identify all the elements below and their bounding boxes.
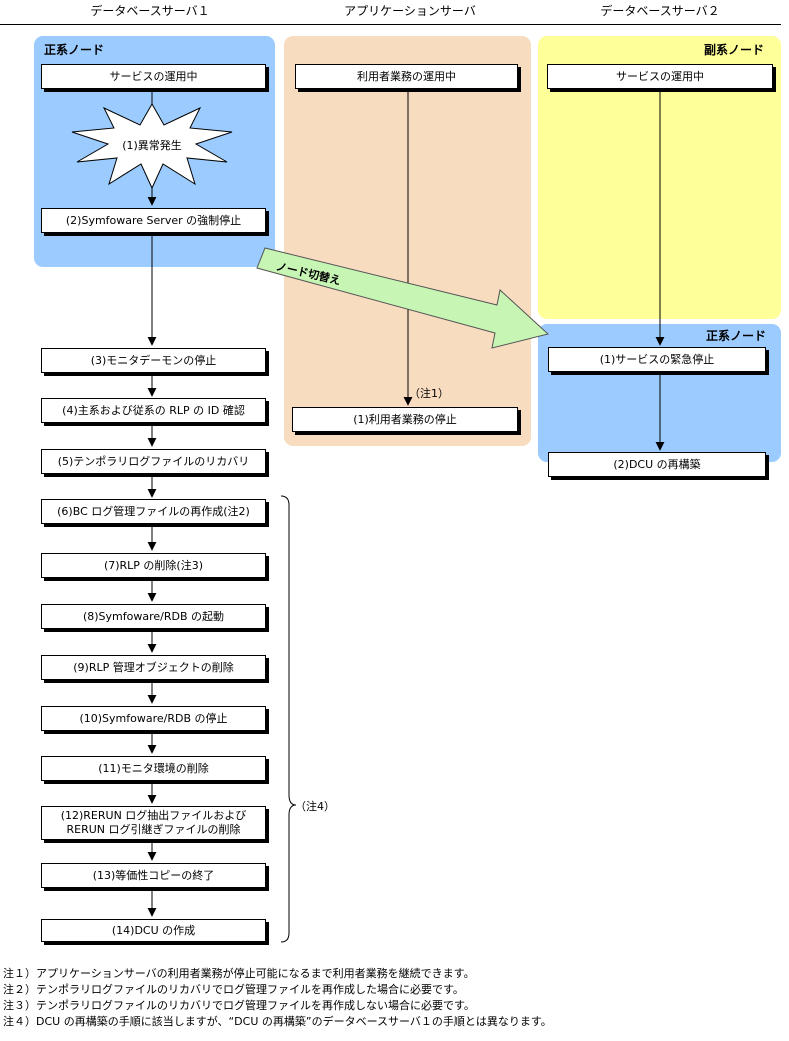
app-business-running-box: 利用者業務の運用中 bbox=[295, 64, 518, 89]
step-3-label: (3)モニタデーモンの停止 bbox=[90, 353, 217, 367]
step-2-box: (2)Symfoware Server の強制停止 bbox=[41, 208, 266, 233]
db2-service-running-label: サービスの運用中 bbox=[616, 69, 704, 83]
step-9-label: (9)RLP 管理オブジェクトの削除 bbox=[73, 660, 234, 674]
step-12-box: (12)RERUN ログ抽出ファイルおよび RERUN ログ引継ぎファイルの削除 bbox=[41, 806, 266, 840]
step-4-box: (4)主系および従系の RLP の ID 確認 bbox=[41, 398, 266, 423]
step-12-label-line2: RERUN ログ引継ぎファイルの削除 bbox=[66, 823, 241, 836]
step-13-box: (13)等価性コピーの終了 bbox=[41, 863, 266, 888]
step-4-label: (4)主系および従系の RLP の ID 確認 bbox=[62, 403, 245, 417]
step-9-box: (9)RLP 管理オブジェクトの削除 bbox=[41, 655, 266, 680]
error-occurred-label: (1)異常発生 bbox=[122, 139, 182, 152]
step-8-box: (8)Symfoware/RDB の起動 bbox=[41, 604, 266, 629]
footnote-1: 注１）アプリケーションサーバの利用者業務が停止可能になるまで利用者業務を継続でき… bbox=[3, 967, 475, 980]
step-14-box: (14)DCU の作成 bbox=[41, 919, 266, 942]
step-2-label: (2)Symfoware Server の強制停止 bbox=[65, 213, 242, 227]
node-switch-arrow bbox=[256, 247, 550, 349]
step-7-box: (7)RLP の削除(注3) bbox=[41, 553, 266, 578]
step-13-label: (13)等価性コピーの終了 bbox=[92, 868, 215, 882]
step-5-box: (5)テンポラリログファイルのリカバリ bbox=[41, 449, 266, 474]
step-14-label: (14)DCU の作成 bbox=[111, 923, 196, 937]
app-business-running-label: 利用者業務の運用中 bbox=[357, 69, 456, 83]
db1-primary-node-label: 正系ノード bbox=[44, 43, 105, 57]
step-10-box: (10)Symfoware/RDB の停止 bbox=[41, 706, 266, 731]
note4-brace-label: （注4） bbox=[295, 800, 335, 813]
app-business-stop-box: (1)利用者業務の停止 bbox=[292, 407, 518, 432]
step-8-label: (8)Symfoware/RDB の起動 bbox=[82, 609, 225, 623]
step-10-label: (10)Symfoware/RDB の停止 bbox=[79, 711, 228, 725]
header-divider bbox=[0, 24, 781, 25]
db2-primary-node-label: 正系ノード bbox=[706, 329, 767, 343]
note1-label: （注1） bbox=[409, 387, 449, 400]
db2-secondary-node-label: 副系ノード bbox=[704, 43, 765, 57]
db2-dcu-rebuild-box: (2)DCU の再構築 bbox=[548, 452, 766, 477]
footnote-4: 注４）DCU の再構築の手順に該当しますが、“DCU の再構築”のデータベースサ… bbox=[3, 1015, 552, 1028]
db2-dcu-rebuild-label: (2)DCU の再構築 bbox=[613, 457, 701, 471]
step-5-label: (5)テンポラリログファイルのリカバリ bbox=[57, 454, 250, 468]
error-burst-shape bbox=[71, 102, 233, 190]
column-header-app-server: アプリケーションサーバ bbox=[344, 4, 476, 18]
column-header-db-server-1: データベースサーバ１ bbox=[90, 4, 210, 18]
step-7-label: (7)RLP の削除(注3) bbox=[103, 558, 204, 572]
step-3-box: (3)モニタデーモンの停止 bbox=[41, 348, 266, 373]
step-6-box: (6)BC ログ管理ファイルの再作成(注2) bbox=[41, 499, 266, 524]
note4-brace bbox=[280, 495, 297, 943]
footnote-2: 注２）テンポラリログファイルのリカバリでログ管理ファイルを再作成した場合に必要で… bbox=[3, 983, 464, 996]
db1-service-running-label: サービスの運用中 bbox=[109, 69, 198, 83]
step-12-label-line1: (12)RERUN ログ抽出ファイルおよび bbox=[60, 809, 247, 822]
step-11-label: (11)モニタ環境の削除 bbox=[98, 761, 209, 775]
db2-emergency-stop-label: (1)サービスの緊急停止 bbox=[599, 352, 715, 366]
db2-service-running-box: サービスの運用中 bbox=[547, 64, 773, 89]
db1-service-running-box: サービスの運用中 bbox=[41, 64, 266, 89]
app-business-stop-label: (1)利用者業務の停止 bbox=[353, 412, 457, 426]
footnote-3: 注３）テンポラリログファイルのリカバリでログ管理ファイルを再作成しない場合に必要… bbox=[3, 999, 475, 1012]
step-11-box: (11)モニタ環境の削除 bbox=[41, 756, 266, 781]
step-6-label: (6)BC ログ管理ファイルの再作成(注2) bbox=[57, 504, 250, 518]
column-header-db-server-2: データベースサーバ２ bbox=[600, 4, 720, 18]
db2-emergency-stop-box: (1)サービスの緊急停止 bbox=[548, 347, 766, 372]
